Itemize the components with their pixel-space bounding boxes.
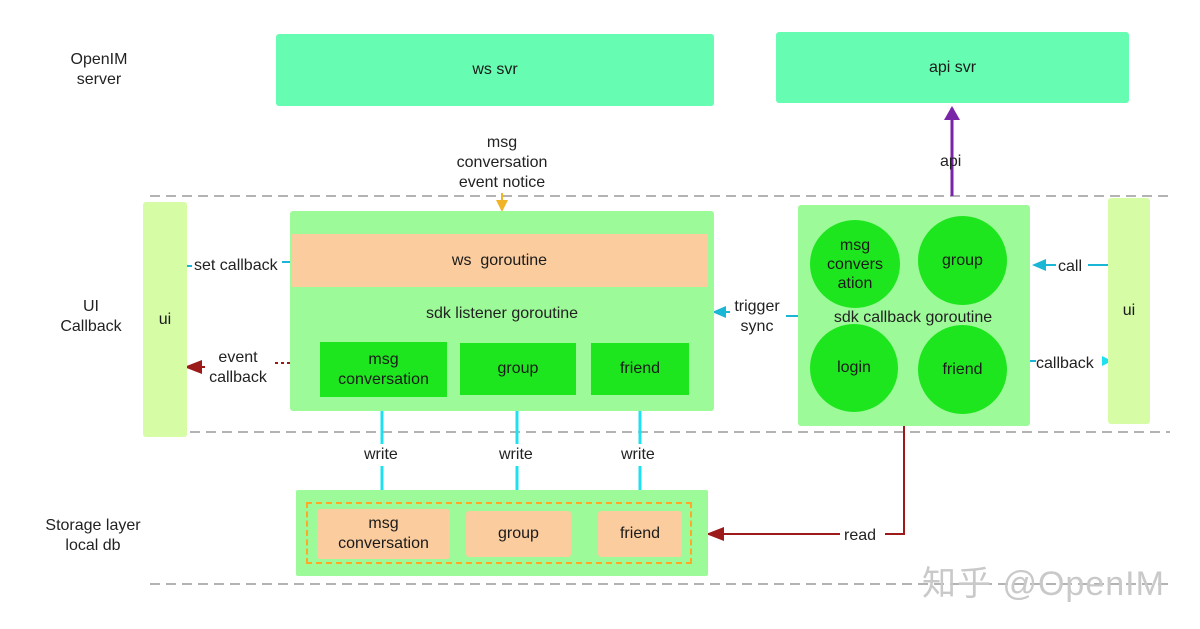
watermark: 知乎 @OpenIM (922, 565, 1165, 603)
ws-notice-label: msg conversation event notice (456, 134, 548, 191)
read-path (885, 425, 905, 535)
local-db-dashed-frame (306, 502, 692, 564)
ui-right-bar: ui (1108, 198, 1150, 424)
read-label: read (842, 526, 879, 546)
sdk-callback-title: sdk callback goroutine (833, 309, 993, 326)
db-item-group: group (466, 511, 571, 557)
api-svr-box: api svr (776, 32, 1129, 103)
event-callback-label: event callback (209, 349, 267, 386)
callback-label: callback (1036, 355, 1094, 372)
listener-item-group: group (460, 343, 576, 395)
listener-item-friend: friend (591, 343, 689, 395)
db-item-friend: friend (598, 511, 682, 557)
layer-label-server: OpenIM server (70, 51, 128, 88)
db-item-msg-conversation: msg conversation (317, 509, 450, 559)
write-label-1: write (362, 445, 400, 465)
sdk-listener-title: sdk listener goroutine (425, 305, 579, 322)
ws-svr-box: ws svr (276, 34, 714, 106)
write-label-3: write (619, 445, 657, 465)
layer-label-storage: Storage layer local db (45, 517, 141, 554)
listener-item-msg-conversation: msg conversation (320, 342, 447, 397)
call-label: call (1058, 258, 1083, 275)
callback-circle-group: group (918, 216, 1007, 305)
set-callback-label: set callback (192, 256, 280, 276)
write-label-2: write (497, 445, 535, 465)
callback-circle-login: login (810, 324, 898, 412)
callback-circle-friend: friend (918, 325, 1007, 414)
trigger-sync-label: trigger sync (734, 298, 780, 335)
ui-left-bar: ui (143, 202, 187, 437)
callback-circle-msg-conversation: msg convers ation (810, 220, 900, 308)
api-label: api (940, 153, 962, 170)
ws-goroutine-box: ws goroutine (291, 234, 708, 287)
layer-label-ui-callback: UI Callback (60, 298, 122, 335)
